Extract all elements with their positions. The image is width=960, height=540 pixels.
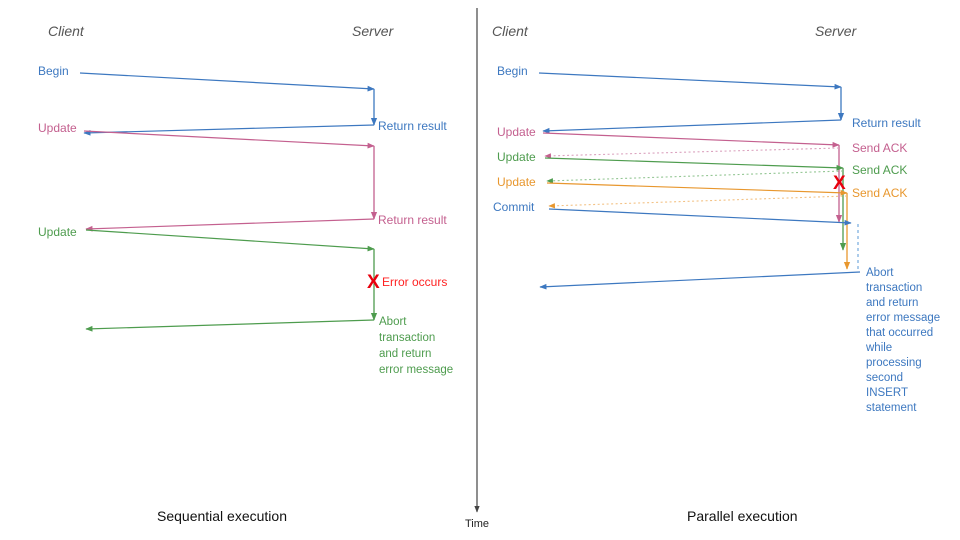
send-ack-2-label: Send ACK — [852, 163, 907, 177]
begin-request-line — [538, 72, 842, 90]
abort-note-line: processing — [866, 357, 922, 369]
update-request-2-line — [544, 157, 844, 171]
update-request-2-label: Update — [38, 225, 77, 239]
return-result-label: Return result — [852, 116, 921, 130]
time-axis-label: Time — [465, 518, 489, 530]
error-marker-glyph: X — [833, 173, 846, 194]
return-result-2-line — [85, 218, 375, 232]
update-request-3-line — [546, 182, 848, 196]
abort-note-line: INSERT — [866, 387, 908, 399]
update-request-3-label: Update — [497, 175, 536, 189]
update-request-2-label: Update — [497, 150, 536, 164]
panel-caption-parallel: Parallel execution — [687, 508, 798, 524]
send-ack-1-line — [544, 147, 840, 159]
error-marker-glyph: X — [367, 272, 380, 293]
abort-note-line: transaction — [866, 282, 922, 294]
update-request-1-line — [542, 132, 840, 148]
update-request-1-line — [83, 130, 375, 149]
error-marker-label: Error occurs — [382, 275, 447, 289]
abort-note-line: Abort — [379, 316, 407, 328]
send-ack-2-line — [546, 170, 844, 184]
return-result-1-label: Return result — [378, 119, 447, 133]
abort-note-line: Abort — [866, 267, 894, 279]
return-result-line — [542, 119, 842, 134]
update-request-1-label: Update — [38, 121, 77, 135]
abort-note-line: error message — [866, 312, 940, 324]
update-request-1-label: Update — [497, 125, 536, 139]
abort-note-line: while — [865, 342, 892, 354]
abort-return-line — [85, 319, 375, 332]
abort-note: Abort transaction and return error message — [379, 316, 453, 376]
return-result-2-label: Return result — [378, 213, 447, 227]
abort-note-line: second — [866, 372, 903, 384]
return-result-1-line — [83, 124, 375, 136]
abort-return-line — [539, 271, 861, 290]
abort-note-line: that occurred — [866, 327, 933, 339]
lane-header-client: Client — [492, 23, 529, 39]
send-ack-3-label: Send ACK — [852, 186, 907, 200]
begin-request-label: Begin — [38, 64, 69, 78]
abort-note-line: statement — [866, 402, 917, 414]
lane-header-client: Client — [48, 23, 85, 39]
send-ack-1-label: Send ACK — [852, 141, 907, 155]
abort-note: Abort transaction and return error message t… — [865, 267, 940, 414]
send-ack-3-line — [548, 195, 848, 209]
begin-request-label: Begin — [497, 64, 528, 78]
abort-note-line: error message — [379, 364, 453, 376]
abort-note-line: and return — [866, 297, 918, 309]
update-request-2-line — [85, 229, 375, 252]
abort-note-line: transaction — [379, 332, 435, 344]
panel-caption-sequential: Sequential execution — [157, 508, 287, 524]
commit-request-label: Commit — [493, 200, 535, 214]
lane-header-server: Server — [815, 23, 858, 39]
lane-header-server: Server — [352, 23, 395, 39]
begin-request-line — [79, 72, 375, 92]
commit-request-line — [548, 208, 852, 226]
abort-note-line: and return — [379, 348, 431, 360]
